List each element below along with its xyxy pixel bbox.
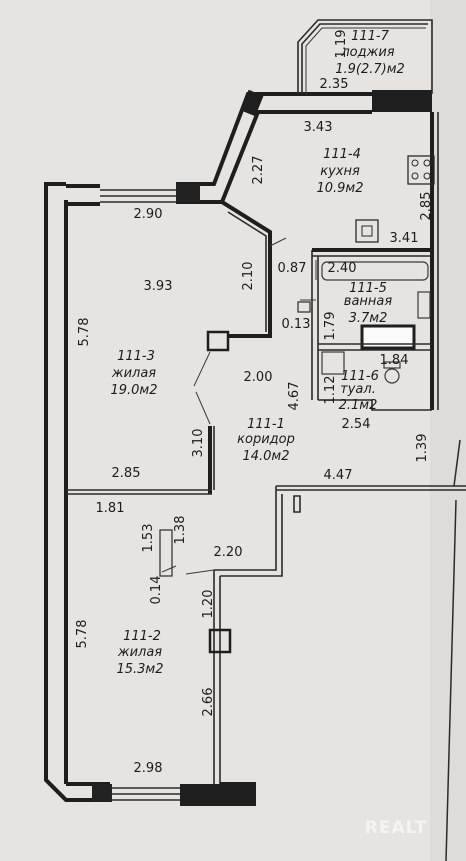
living-large-area: 19.0м2 [110, 383, 157, 398]
corridor-area: 14.0м2 [242, 449, 289, 464]
dim-room2-right: 2.66 [201, 688, 216, 717]
bathroom-name: ванная [344, 294, 393, 309]
dim-kitchen-right: 2.85 [419, 192, 434, 221]
dim-corridor-200: 2.00 [244, 370, 273, 385]
living-large-number: 111-3 [117, 349, 155, 364]
kitchen-area: 10.9м2 [316, 181, 363, 196]
dim-right-139: 1.39 [415, 434, 430, 463]
dim-room2-left: 5.78 [75, 620, 90, 649]
toilet-area: 2.1м2 [339, 398, 378, 413]
dim-toilet-bottom: 2.54 [342, 417, 371, 432]
dim-kitchen-top: 3.43 [304, 120, 333, 135]
dim-closet-014: 0.14 [149, 576, 164, 605]
loggia-area: 1.9(2.7)м2 [335, 62, 405, 77]
living-small-number: 111-2 [123, 629, 161, 644]
dim-room2-bottom: 2.98 [134, 761, 163, 776]
dim-bath-013: 0.13 [282, 317, 311, 332]
walls [44, 19, 466, 861]
dim-toilet-width: 1.84 [380, 353, 409, 368]
living-small-name: жилая [117, 645, 162, 660]
dimension-labels: 1.19 2.35 3.43 2.27 2.85 3.41 2.90 3.93 … [75, 30, 434, 776]
dim-loggia-width: 2.35 [320, 77, 349, 92]
dim-corridor-087: 0.87 [278, 261, 307, 276]
toilet-name: туал. [340, 382, 376, 397]
dim-kitchen-bottom: 3.41 [390, 231, 419, 246]
dim-living-bottom: 2.85 [112, 466, 141, 481]
watermark-logo: REALT [365, 818, 427, 838]
dim-living-notch: 2.10 [241, 262, 256, 291]
corridor-name: коридор [237, 432, 295, 447]
dim-corridor-310: 3.10 [191, 429, 206, 458]
kitchen-name: кухня [320, 164, 360, 179]
toilet-number: 111-6 [341, 369, 379, 384]
dim-corridor-bottom: 4.47 [324, 468, 353, 483]
paper-edge-shadow [430, 0, 466, 861]
dim-bath-height: 1.79 [323, 312, 338, 341]
dim-corridor-467: 4.67 [287, 382, 302, 411]
loggia-name: лоджия [340, 45, 394, 60]
bathroom-number: 111-5 [349, 281, 387, 296]
dim-closet-181: 1.81 [96, 501, 125, 516]
dim-loggia-height: 1.19 [334, 30, 349, 59]
dim-toilet-height: 1.12 [323, 376, 338, 405]
living-small-area: 15.3м2 [116, 662, 163, 677]
dim-closet-138: 1.38 [173, 516, 188, 545]
bathroom-area: 3.7м2 [349, 311, 388, 326]
dim-bath-top: 2.40 [328, 261, 357, 276]
loggia-number: 111-7 [351, 29, 390, 44]
dim-living-left: 5.78 [77, 318, 92, 347]
dim-living-inner: 3.93 [144, 279, 173, 294]
kitchen-number: 111-4 [323, 147, 361, 162]
dim-closet-120: 1.20 [201, 590, 216, 619]
dim-kitchen-diag: 2.27 [251, 156, 266, 185]
room-labels: 111-7 лоджия 1.9(2.7)м2 111-4 кухня 10.9… [110, 29, 404, 677]
dim-living-top: 2.90 [134, 207, 163, 222]
corridor-number: 111-1 [247, 417, 285, 432]
dim-closet-220: 2.20 [214, 545, 243, 560]
living-large-name: жилая [111, 366, 156, 381]
dim-closet-153: 1.53 [141, 524, 156, 553]
